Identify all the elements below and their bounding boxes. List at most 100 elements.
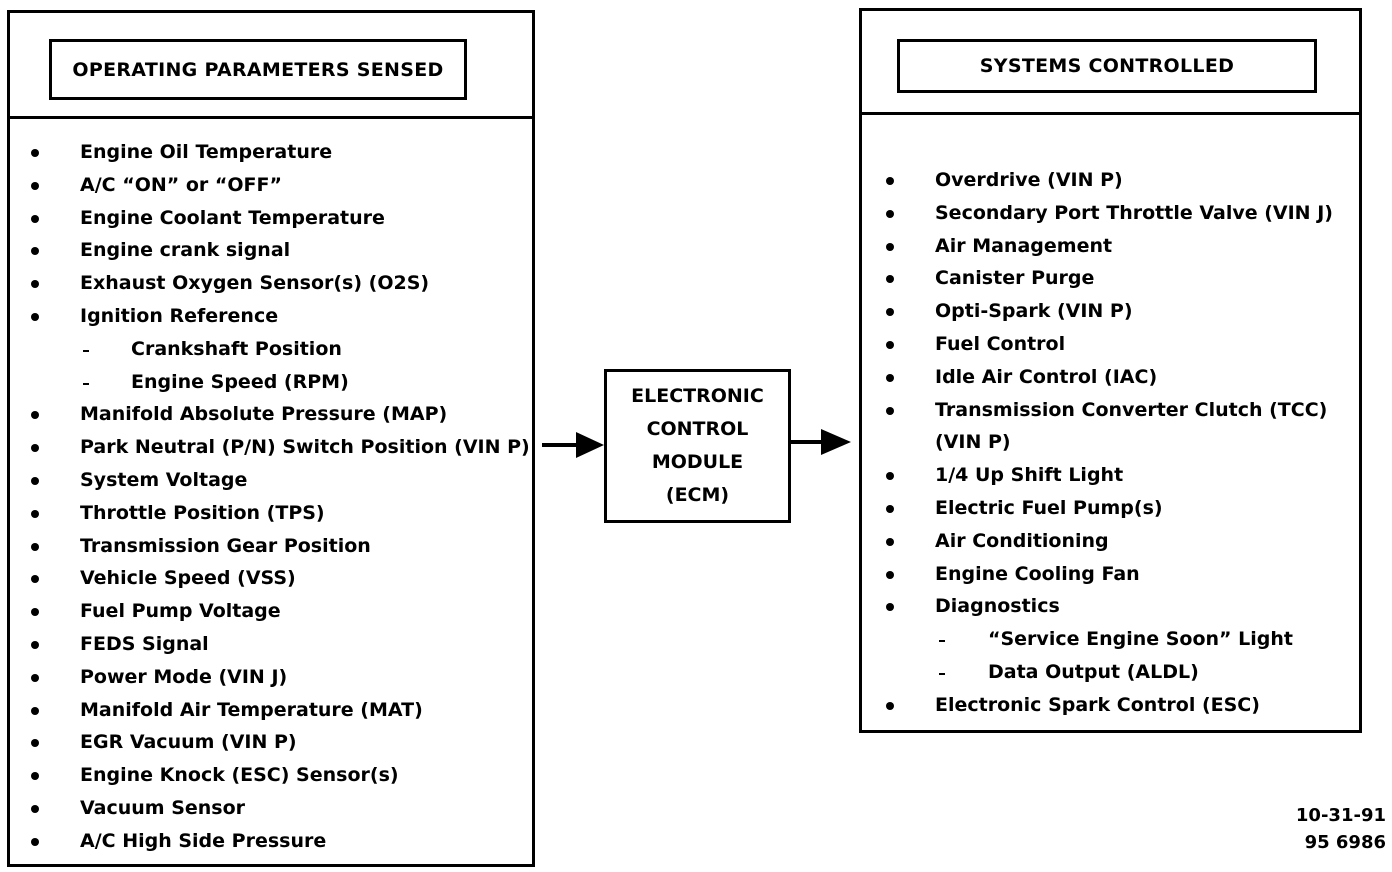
list-item: EGR Vacuum (VIN P) [28, 726, 528, 759]
figure-date: 10-31-91 [1295, 805, 1386, 826]
sub-list-item: “Service Engine Soon” Light [880, 623, 1360, 656]
bullet-icon [31, 149, 39, 157]
list-item: Vehicle Speed (VSS) [28, 562, 528, 595]
operating-parameters-title: OPERATING PARAMETERS SENSED [49, 39, 467, 100]
figure-reference: 10-31-91 95 6986 [1296, 802, 1386, 856]
item-label: Electric Fuel Pump(s) [935, 497, 1163, 519]
item-label: Transmission Converter Clutch (TCC) [935, 398, 1328, 421]
list-item: Overdrive (VIN P) [880, 164, 1360, 197]
bullet-icon [31, 805, 39, 813]
systems-controlled-header: SYSTEMS CONTROLLED [862, 11, 1359, 115]
list-item: Power Mode (VIN J) [28, 661, 528, 694]
ecm-line: (ECM) [665, 484, 730, 506]
bullet-icon [886, 242, 894, 251]
bullet-icon [31, 575, 39, 584]
bullet-icon [886, 472, 894, 481]
list-item: Electric Fuel Pump(s) [880, 492, 1360, 525]
item-label: Air Conditioning [935, 529, 1109, 552]
bullet-icon [886, 570, 894, 579]
item-label: Manifold Air Temperature (MAT) [80, 698, 423, 721]
item-label: 1/4 Up Shift Light [935, 464, 1124, 487]
bullet-icon [31, 706, 39, 715]
list-item: Transmission Gear Position [28, 530, 528, 563]
ecm-module: ELECTRONIC CONTROL MODULE (ECM) [604, 369, 791, 523]
list-item: Secondary Port Throttle Valve (VIN J) [880, 197, 1360, 230]
bullet-icon [31, 280, 39, 289]
item-label: Ignition Reference [80, 305, 279, 327]
item-label: (VIN P) [935, 431, 1011, 454]
bullet-icon [886, 701, 894, 710]
item-label: A/C High Side Pressure [80, 829, 327, 852]
list-item: Electronic Spark Control (ESC) [880, 689, 1360, 722]
list-item: Air Conditioning [880, 525, 1360, 558]
bullet-icon [886, 603, 894, 612]
systems-controlled-panel: SYSTEMS CONTROLLED Overdrive (VIN P) Seco… [859, 8, 1362, 733]
list-item: A/C “ON” or “OFF” [28, 169, 528, 202]
list-item: Diagnostics [880, 590, 1360, 623]
bullet-icon [886, 209, 894, 218]
sub-list-item: Crankshaft Position [28, 333, 528, 366]
bullet-icon [31, 411, 39, 420]
item-label: Engine Speed (RPM) [131, 370, 349, 393]
item-label: Data Output (ALDL) [988, 661, 1199, 683]
item-label: Idle Air Control (IAC) [935, 365, 1158, 388]
ecm-line: CONTROL [646, 418, 749, 440]
dash-icon [939, 640, 945, 643]
bullet-icon [31, 509, 39, 518]
output-arrow [791, 429, 851, 455]
list-item: Vacuum Sensor [28, 792, 528, 825]
list-item: Engine Cooling Fan [880, 558, 1360, 591]
systems-controlled-title: SYSTEMS CONTROLLED [897, 39, 1317, 93]
item-label: Power Mode (VIN J) [80, 665, 288, 688]
dash-icon [939, 673, 945, 675]
list-item: FEDS Signal [28, 628, 528, 661]
list-item: Fuel Pump Voltage [28, 595, 528, 628]
item-label: Electronic Spark Control (ESC) [935, 693, 1260, 716]
bullet-icon [31, 772, 39, 781]
list-item: Air Management [880, 230, 1360, 263]
list-item: Throttle Position (TPS) [28, 497, 528, 530]
bullet-icon [886, 275, 894, 284]
item-label: Crankshaft Position [131, 337, 342, 360]
sub-list-item: Engine Speed (RPM) [28, 366, 528, 399]
item-label: Park Neutral (P/N) Switch Position (VIN … [80, 436, 530, 459]
list-item: Engine Knock (ESC) Sensor(s) [28, 759, 528, 792]
item-label: A/C “ON” or “OFF” [80, 173, 282, 196]
list-item: Manifold Absolute Pressure (MAP) [28, 398, 528, 431]
list-item: Transmission Converter Clutch (TCC) [880, 394, 1360, 427]
bullet-icon [886, 537, 894, 546]
bullet-icon [31, 608, 39, 617]
item-label: System Voltage [80, 469, 248, 491]
item-label: Transmission Gear Position [80, 534, 371, 557]
item-label: Engine Coolant Temperature [80, 206, 385, 229]
list-item: Idle Air Control (IAC) [880, 361, 1360, 394]
bullet-icon [31, 542, 39, 551]
bullet-icon [31, 247, 39, 256]
list-item: Park Neutral (P/N) Switch Position (VIN … [28, 431, 530, 464]
item-label: Fuel Control [935, 333, 1066, 355]
item-label: Diagnostics [935, 595, 1060, 618]
ecm-line: MODULE [651, 451, 744, 473]
item-label: Manifold Absolute Pressure (MAP) [80, 403, 448, 426]
list-item: Canister Purge [880, 262, 1360, 295]
item-label: Fuel Pump Voltage [80, 600, 281, 623]
dash-icon [83, 382, 89, 385]
list-item: Opti-Spark (VIN P) [880, 295, 1360, 328]
bullet-icon [31, 444, 39, 453]
bullet-icon [886, 373, 894, 382]
list-item: Ignition Reference [28, 300, 528, 333]
list-item: A/C High Side Pressure [28, 825, 528, 858]
list-item: Fuel Control [880, 328, 1360, 361]
operating-parameters-panel: OPERATING PARAMETERS SENSED Engine Oil T… [7, 10, 535, 867]
bullet-icon [31, 313, 39, 321]
bullet-icon [886, 308, 894, 317]
bullet-icon [31, 673, 39, 682]
item-label: Throttle Position (TPS) [80, 501, 325, 524]
item-label: Vacuum Sensor [80, 797, 246, 819]
item-label: Overdrive (VIN P) [935, 169, 1123, 191]
item-label: Engine crank signal [80, 239, 291, 262]
item-label: “Service Engine Soon” Light [988, 628, 1293, 651]
bullet-icon [31, 477, 39, 485]
bullet-icon [31, 641, 39, 649]
list-item: Manifold Air Temperature (MAT) [28, 694, 528, 727]
